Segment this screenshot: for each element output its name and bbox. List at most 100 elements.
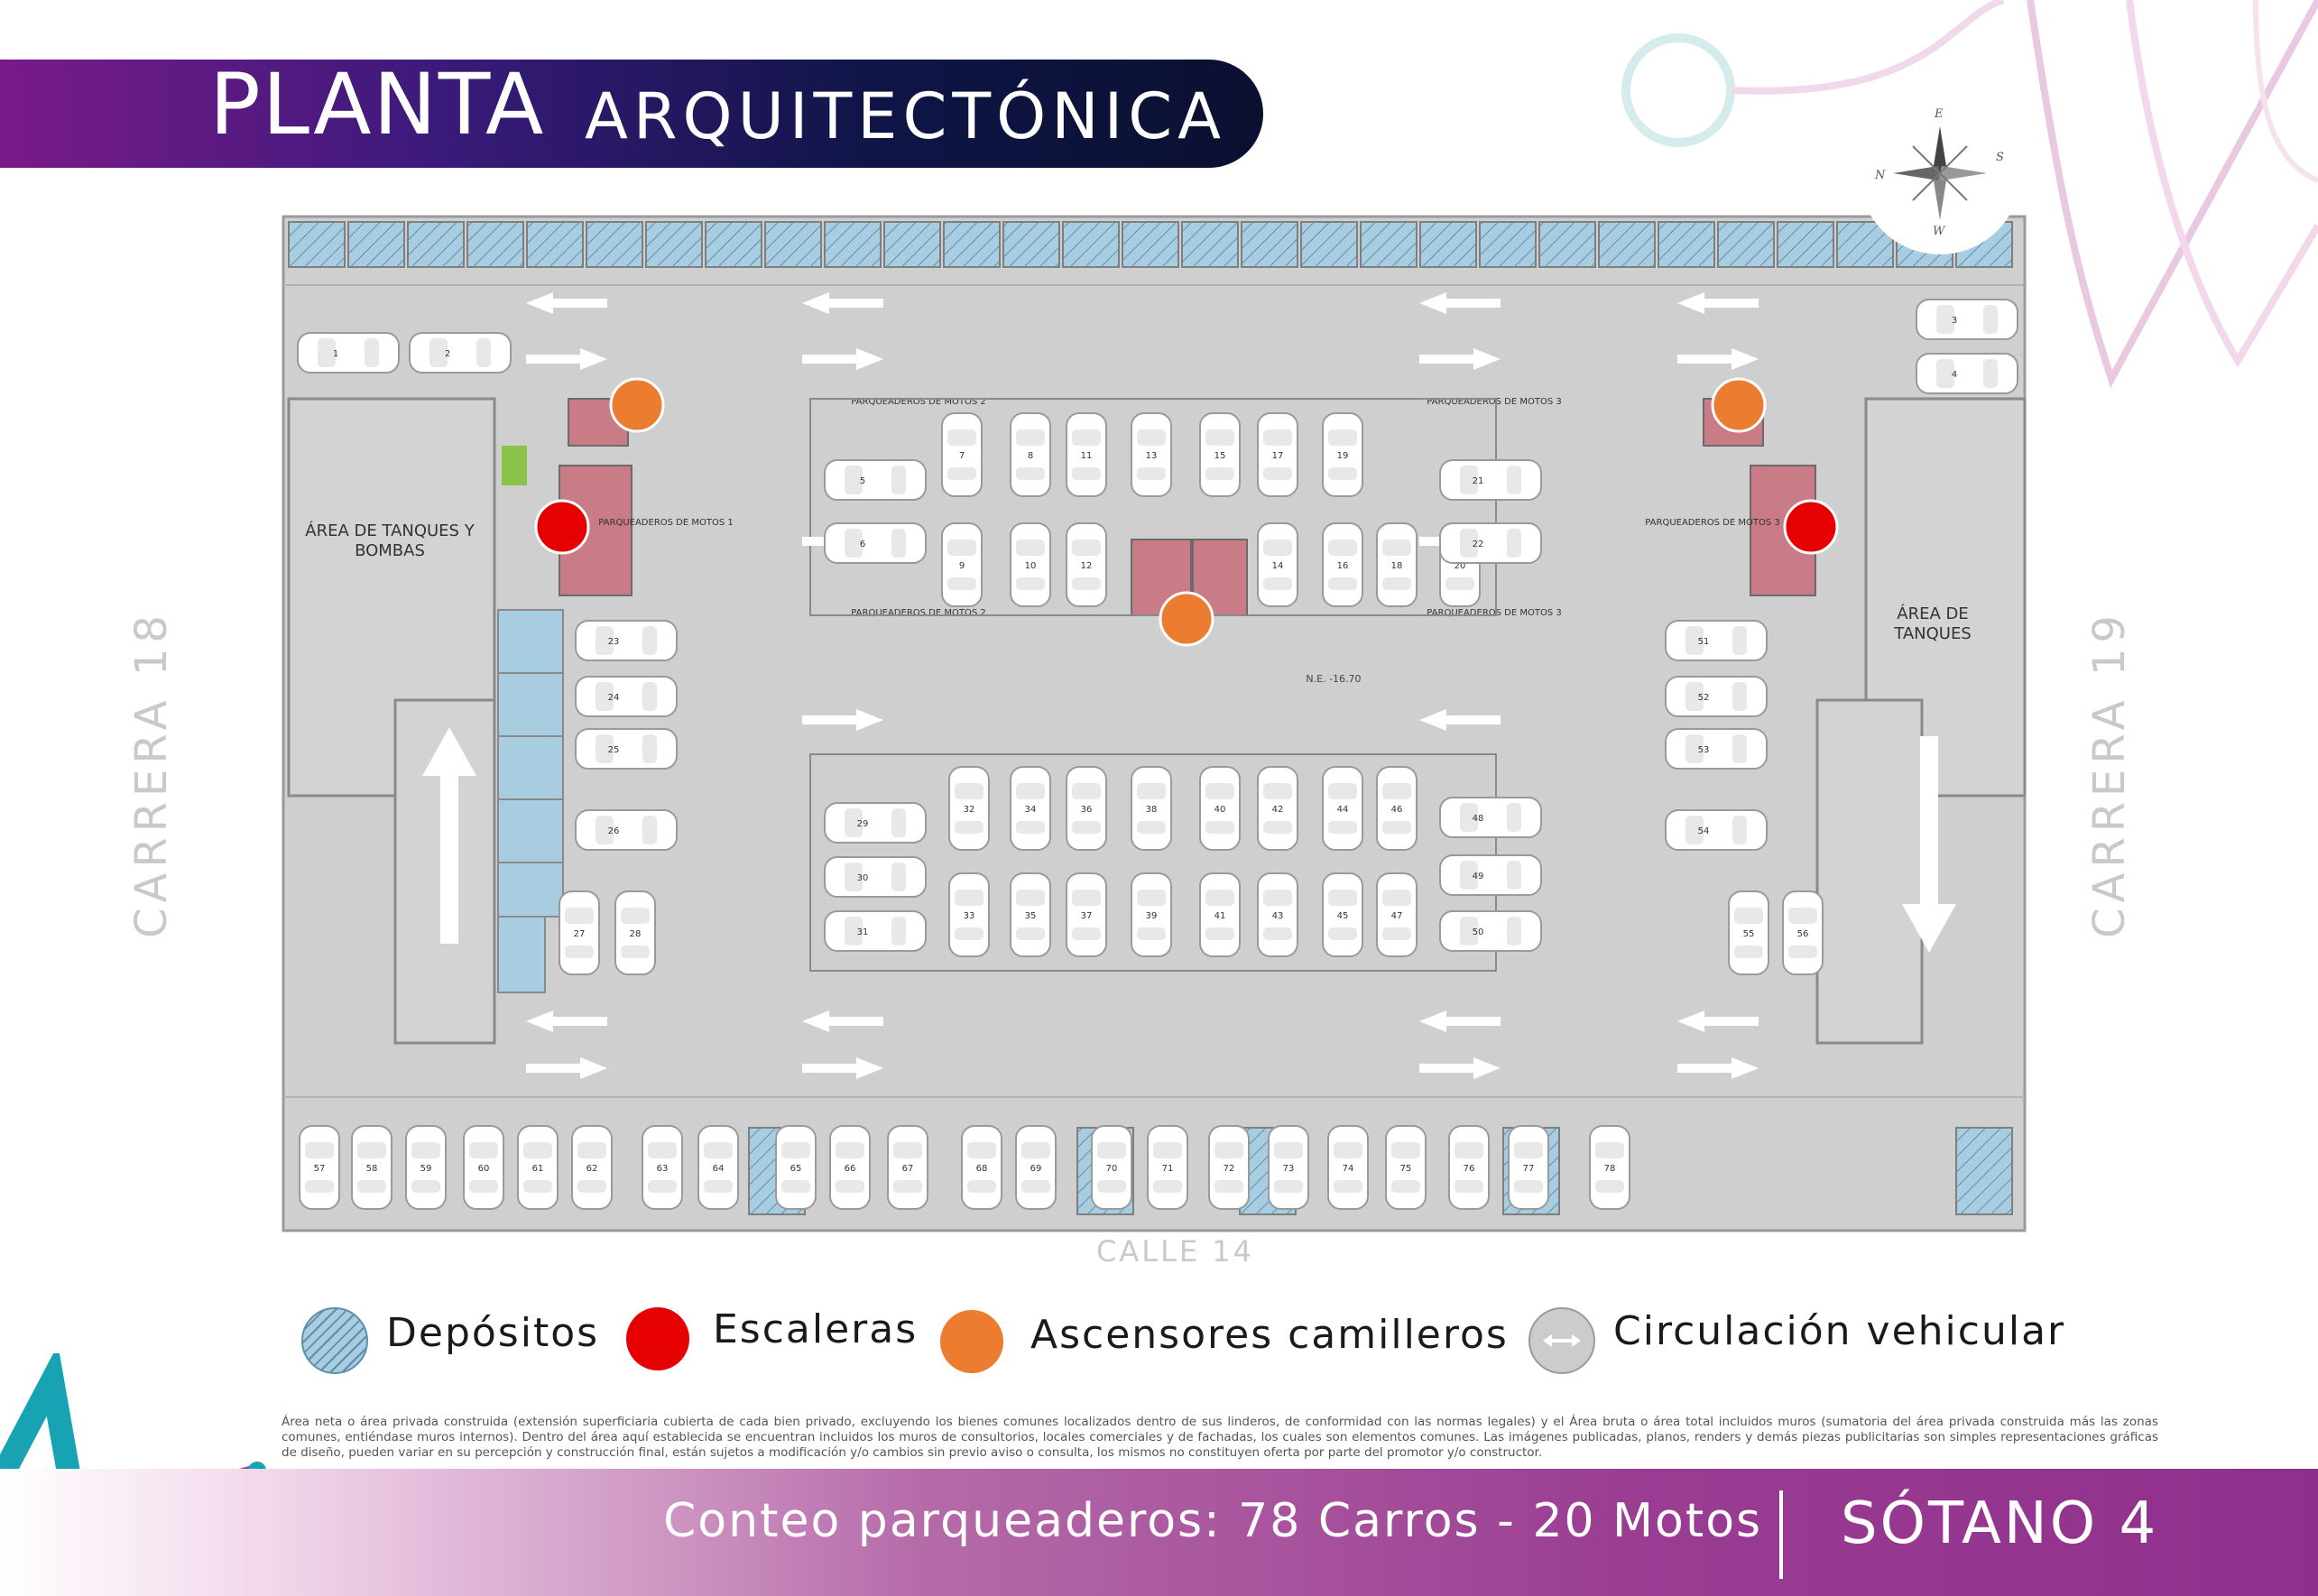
elevator-marker-center (1159, 591, 1214, 647)
parking-space-72: 72 (1208, 1125, 1250, 1210)
parking-number: 32 (964, 805, 975, 815)
parking-space-3: 3 (1916, 299, 2018, 340)
parking-space-69: 69 (1015, 1125, 1057, 1210)
parking-space-7: 7 (941, 412, 983, 497)
parking-space-20: 20 (1439, 522, 1481, 607)
stairs-legend-icon (626, 1307, 689, 1370)
parking-space-70: 70 (1091, 1125, 1132, 1210)
parking-space-62: 62 (571, 1125, 613, 1210)
compass-rose: E N S W (1859, 99, 2021, 254)
parking-number: 25 (608, 745, 620, 755)
compass-w: W (1933, 225, 1946, 238)
parking-number: 60 (478, 1164, 490, 1174)
tanks-label: ÁREA DE (1897, 604, 1968, 623)
parking-space-6: 6 (824, 522, 927, 564)
parking-space-5: 5 (824, 459, 927, 501)
parking-space-66: 66 (829, 1125, 871, 1210)
top-deposits-row (288, 221, 2013, 268)
parking-number: 56 (1797, 929, 1809, 939)
parking-number: 57 (314, 1164, 326, 1174)
parking-number: 5 (860, 476, 865, 486)
parking-number: 62 (586, 1164, 598, 1174)
parking-space-28: 28 (614, 890, 656, 975)
parking-number: 54 (1698, 826, 1710, 836)
parking-space-64: 64 (697, 1125, 739, 1210)
decorative-lines-top (1621, 0, 2318, 388)
parking-number: 49 (1473, 872, 1484, 881)
parking-space-51: 51 (1665, 620, 1768, 661)
circulation-legend-icon (1528, 1307, 1595, 1374)
deposits-legend-icon (301, 1307, 368, 1374)
parking-space-71: 71 (1147, 1125, 1188, 1210)
parking-space-36: 36 (1066, 766, 1107, 851)
parking-number: 24 (608, 693, 620, 703)
parking-number: 50 (1473, 927, 1484, 937)
basement-level: SÓTANO 4 (1841, 1490, 2159, 1557)
parking-number: 19 (1337, 451, 1349, 461)
parking-number: 39 (1146, 911, 1158, 921)
parking-number: 4 (1952, 370, 1957, 380)
parking-count: Conteo parqueaderos: 78 Carros - 20 Moto… (663, 1494, 1763, 1548)
footer-divider (1779, 1490, 1783, 1579)
parking-number: 29 (857, 819, 869, 829)
parking-number: 27 (574, 929, 586, 939)
parking-space-58: 58 (351, 1125, 392, 1210)
parking-space-63: 63 (642, 1125, 683, 1210)
parking-number: 33 (964, 911, 975, 921)
parking-space-16: 16 (1322, 522, 1363, 607)
parking-space-1: 1 (297, 332, 400, 374)
tanks-label-2: TANQUES (1893, 624, 1972, 643)
parking-number: 20 (1455, 561, 1466, 571)
parking-space-11: 11 (1066, 412, 1107, 497)
parking-space-34: 34 (1010, 766, 1051, 851)
parking-number: 18 (1391, 561, 1403, 571)
parking-space-32: 32 (948, 766, 990, 851)
level-label: N.E. -16.70 (1306, 673, 1361, 685)
parking-space-37: 37 (1066, 872, 1107, 957)
parking-number: 16 (1337, 561, 1349, 571)
parking-space-46: 46 (1376, 766, 1418, 851)
parking-space-41: 41 (1199, 872, 1241, 957)
parking-number: 61 (532, 1164, 544, 1174)
parking-space-24: 24 (575, 676, 678, 717)
parking-number: 37 (1081, 911, 1093, 921)
parking-number: 46 (1391, 805, 1403, 815)
parking-space-54: 54 (1665, 809, 1768, 851)
parking-space-42: 42 (1257, 766, 1298, 851)
parking-number: 64 (713, 1164, 725, 1174)
elevator-marker-left (609, 377, 665, 433)
parking-space-38: 38 (1131, 766, 1172, 851)
legend: Depósitos Escaleras Ascensores camillero… (298, 1303, 2066, 1375)
parking-space-59: 59 (405, 1125, 447, 1210)
parking-number: 8 (1028, 451, 1033, 461)
parking-space-29: 29 (824, 802, 927, 844)
double-arrow-icon (1543, 1334, 1581, 1347)
moto-parking-1-label: PARQUEADEROS DE MOTOS 1 (598, 518, 733, 528)
parking-space-61: 61 (517, 1125, 559, 1210)
street-label-left: CARRERA 18 (126, 610, 177, 938)
parking-number: 6 (860, 540, 865, 549)
parking-space-23: 23 (575, 620, 678, 661)
stairs-legend-label: Escaleras (713, 1306, 919, 1352)
parking-space-39: 39 (1131, 872, 1172, 957)
parking-number: 63 (657, 1164, 669, 1174)
parking-number: 22 (1473, 540, 1484, 549)
parking-number: 28 (630, 929, 642, 939)
parking-space-35: 35 (1010, 872, 1051, 957)
compass-n: N (1874, 169, 1886, 182)
elevator-marker-right (1711, 377, 1767, 433)
parking-number: 67 (902, 1164, 914, 1174)
parking-number: 26 (608, 826, 620, 836)
parking-number: 51 (1698, 637, 1710, 647)
parking-number: 36 (1081, 805, 1093, 815)
parking-number: 65 (790, 1164, 802, 1174)
parking-space-12: 12 (1066, 522, 1107, 607)
parking-number: 73 (1283, 1164, 1295, 1174)
parking-space-74: 74 (1327, 1125, 1369, 1210)
parking-space-55: 55 (1728, 890, 1769, 975)
parking-number: 35 (1025, 911, 1037, 921)
parking-space-47: 47 (1376, 872, 1418, 957)
parking-number: 75 (1400, 1164, 1412, 1174)
elevators-legend-label: Ascensores camilleros (1030, 1312, 1509, 1358)
parking-number: 68 (976, 1164, 988, 1174)
